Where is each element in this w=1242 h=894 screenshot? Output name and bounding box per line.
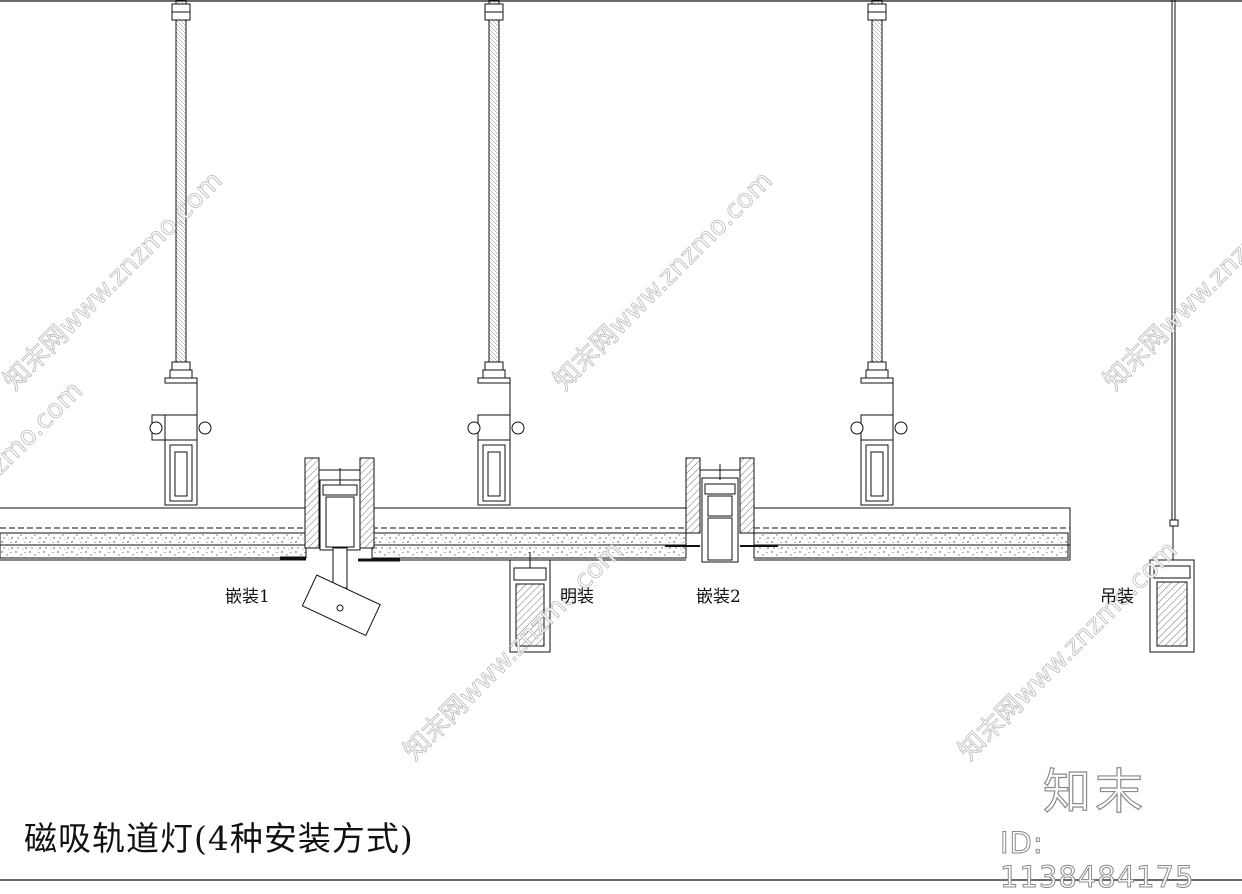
brand-logo: 知末: [1042, 763, 1148, 820]
pendant-assembly: [1149, 0, 1195, 653]
ceiling-board: [0, 507, 1071, 562]
label-surface-mount: 明装: [560, 587, 594, 607]
embedded-1-assembly: [301, 457, 381, 637]
hanger-rod-3: [850, 0, 908, 506]
resource-id: ID: 1138484175: [1000, 826, 1195, 894]
label-embedded-2: 嵌装2: [696, 587, 741, 607]
label-embedded-1: 嵌装1: [225, 587, 270, 607]
surface-mount-assembly: [509, 552, 551, 653]
drawing-title: 磁吸轨道灯(4种安装方式): [24, 819, 414, 858]
hanger-rod-2: [467, 0, 525, 506]
embedded-2-assembly: [685, 457, 755, 563]
label-pendant: 吊装: [1100, 587, 1134, 607]
hanger-rod-1: [149, 0, 212, 506]
